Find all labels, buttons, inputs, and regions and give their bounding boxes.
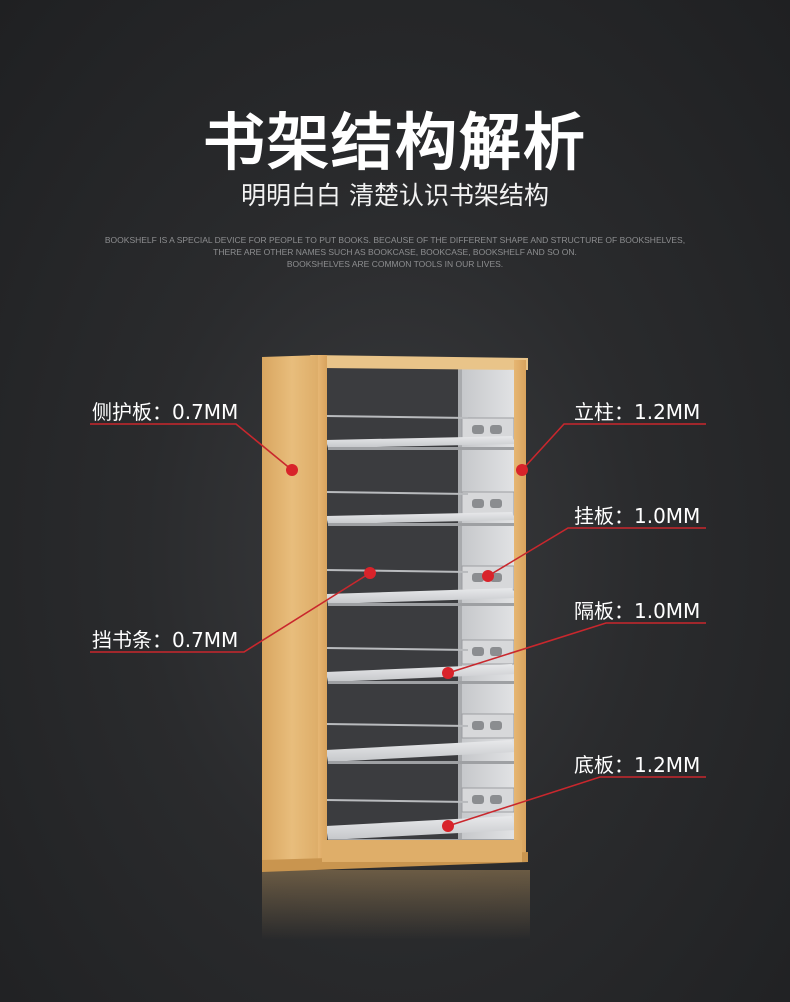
callout-line-hanging-plate [487, 527, 706, 577]
description-line: THERE ARE OTHER NAMES SUCH AS BOOKCASE, … [213, 247, 577, 257]
hanging-plates [461, 417, 515, 813]
base-front [322, 840, 522, 862]
side-panel-left [262, 355, 322, 870]
page-title: 书架结构解析 [202, 106, 587, 179]
callout-label-partition: 隔板：1.0MM [574, 599, 701, 623]
partition-shelves [326, 436, 516, 842]
upright-edge [458, 366, 462, 862]
callout-dots [286, 464, 528, 832]
dot-partition [442, 667, 454, 679]
callout-label-side-panel: 侧护板：0.7MM [92, 400, 239, 424]
dot-hanging-plate [482, 570, 494, 582]
dot-book-stop [364, 567, 376, 579]
side-panel-front-edge [318, 355, 327, 863]
description-block: BOOKSHELF IS A SPECIAL DEVICE FOR PEOPLE… [0, 234, 790, 270]
callout-line-bottom-plate [447, 776, 706, 827]
floor-reflection [262, 870, 530, 940]
callout-label-bottom-plate: 底板：1.2MM [574, 753, 701, 777]
description-line: BOOKSHELF IS A SPECIAL DEVICE FOR PEOPLE… [104, 235, 686, 245]
callout-label-hanging-plate: 挂板：1.0MM [574, 504, 701, 528]
callout-line-partition [447, 622, 706, 674]
dot-bottom-plate [442, 820, 454, 832]
page-subtitle: 明明白白 清楚认识书架结构 [241, 181, 549, 210]
callout-line-side-panel [90, 423, 293, 471]
book-stop-rods [325, 415, 469, 803]
side-panel-right [514, 360, 526, 860]
callout-line-upright [521, 423, 706, 471]
callout-line-book-stop [90, 572, 371, 653]
top-cap [310, 355, 528, 370]
callout-lines [90, 423, 706, 827]
description-line: BOOKSHELVES ARE COMMON TOOLS IN OUR LIVE… [286, 259, 504, 269]
callout-label-upright: 立柱：1.2MM [574, 400, 701, 424]
callout-label-book-stop: 挡书条：0.7MM [92, 628, 239, 652]
dot-side-panel [286, 464, 298, 476]
dot-upright [516, 464, 528, 476]
